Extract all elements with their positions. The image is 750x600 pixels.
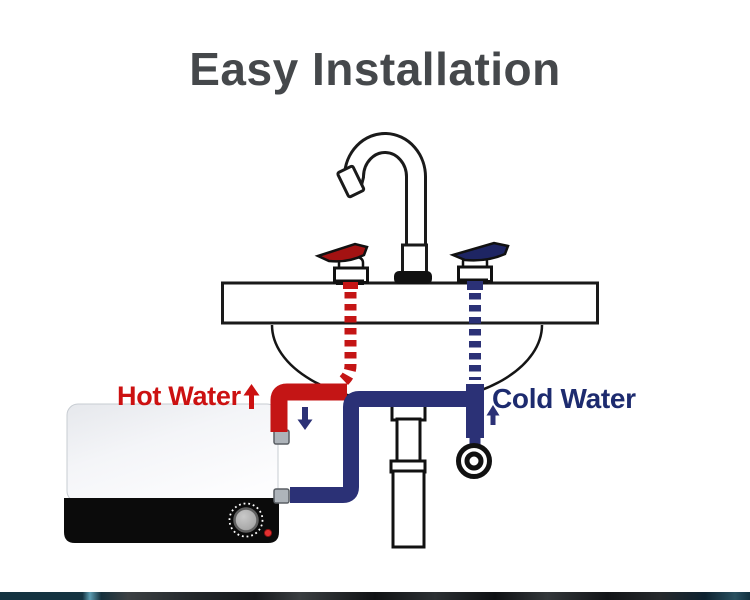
cold-faucet-handle xyxy=(449,241,510,284)
knob-tick-ring xyxy=(228,502,264,538)
shutoff-valve-ring xyxy=(456,443,492,479)
hot-supply-stub xyxy=(343,282,358,289)
hot-supply-dashed-line xyxy=(337,292,357,388)
cold-handle-lever xyxy=(449,241,510,262)
valve-inner-ring xyxy=(464,451,484,471)
drain-lower-pipe xyxy=(391,469,426,549)
faucet-nozzle xyxy=(336,164,366,199)
hot-water-label: Hot Water xyxy=(117,381,260,412)
water-heater xyxy=(64,403,290,543)
sink-counter xyxy=(221,281,599,325)
faucet-spout-fill xyxy=(344,135,425,252)
cold-supply-stub xyxy=(467,281,483,290)
cold-flow-up-arrow-icon xyxy=(486,405,500,425)
hot-water-pipe xyxy=(270,383,347,432)
faucet-base xyxy=(401,243,428,275)
temperature-knob xyxy=(233,507,259,533)
drain-pipe xyxy=(389,398,427,549)
footer-strip xyxy=(0,592,750,600)
hot-flow-up-arrow-icon xyxy=(243,383,260,409)
cold-water-label-text: Cold Water xyxy=(492,383,636,414)
drain-tailpiece xyxy=(395,417,422,465)
heater-indicator-light xyxy=(263,528,273,538)
heater-control-panel xyxy=(64,498,279,543)
cold-flow-down-arrow-icon xyxy=(297,407,313,430)
hot-water-label-text: Hot Water xyxy=(117,381,241,411)
heater-hot-outlet-fitting xyxy=(273,429,290,445)
hot-faucet-handle xyxy=(314,242,369,285)
cold-water-pipe xyxy=(290,391,482,503)
heater-cold-inlet-fitting xyxy=(273,488,290,504)
heater-body xyxy=(66,403,279,503)
page-title: Easy Installation xyxy=(189,43,561,95)
faucet-mounting-flange xyxy=(394,271,432,284)
hot-handle-lever xyxy=(314,242,369,263)
cold-water-label: Cold Water xyxy=(492,383,636,415)
faucet xyxy=(336,132,432,284)
